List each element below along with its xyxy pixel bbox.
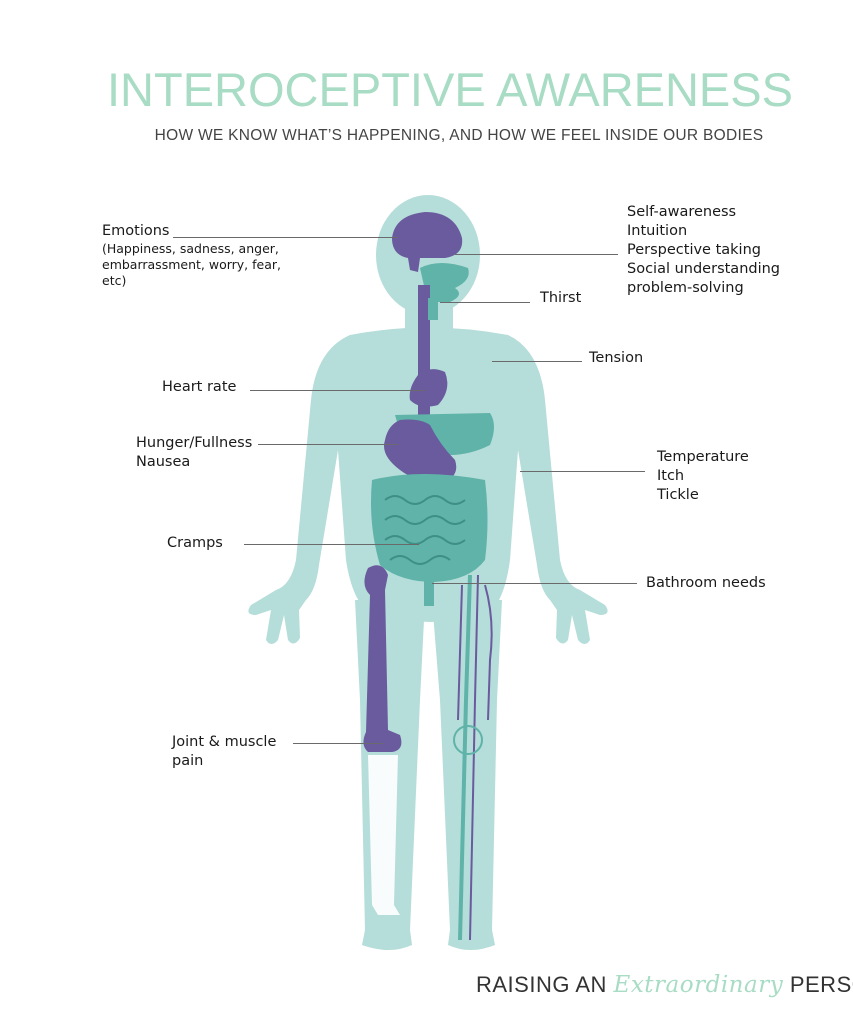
label-tickle: Tickle <box>657 487 699 503</box>
bladder-organ <box>424 578 434 606</box>
label-problem-solving: problem-solving <box>627 280 744 296</box>
leader-line-emotions <box>173 237 398 238</box>
leader-line-tension <box>492 361 582 362</box>
leader-line-self-awareness <box>455 254 618 255</box>
heart-organ <box>409 369 448 407</box>
leg-veins <box>458 574 472 941</box>
label-nausea: Nausea <box>136 454 191 470</box>
label-emotions-detail-3: etc) <box>102 273 127 288</box>
leader-line-temperature <box>520 471 645 472</box>
leader-line-bathroom <box>432 583 637 584</box>
label-pain: pain <box>172 753 204 769</box>
mouth-organ <box>420 263 469 302</box>
label-hunger: Hunger/Fullness <box>136 435 253 451</box>
label-social: Social understanding <box>627 261 781 277</box>
footer-brand-part1: RAISING AN <box>476 972 607 997</box>
leader-line-thirst <box>440 302 530 303</box>
footer-brand-part2: PERSON <box>789 972 853 997</box>
label-intuition: Intuition <box>627 223 688 239</box>
label-bathroom: Bathroom needs <box>646 575 766 591</box>
intestines-organ <box>371 474 488 582</box>
brain-organ <box>392 212 463 272</box>
page-subtitle: HOW WE KNOW WHAT’S HAPPENING, AND HOW WE… <box>154 127 764 144</box>
leader-line-cramps <box>244 544 419 545</box>
label-self-awareness: Self-awareness <box>627 204 737 220</box>
label-cramps: Cramps <box>167 535 223 551</box>
label-heart-rate: Heart rate <box>162 379 237 395</box>
leader-line-heart-rate <box>250 390 425 391</box>
label-temperature: Temperature <box>657 449 749 465</box>
label-emotions: Emotions <box>102 223 170 239</box>
footer-brand-accent: Extraordinary <box>613 972 784 998</box>
stomach-organ <box>384 419 457 483</box>
tibia-bone <box>368 755 400 915</box>
label-emotions-detail-2: embarrassment, worry, fear, <box>102 257 281 272</box>
label-joint: Joint & muscle <box>172 734 277 750</box>
label-perspective: Perspective taking <box>627 242 761 258</box>
femur-bone <box>363 565 402 752</box>
label-tension: Tension <box>589 350 644 366</box>
footer-brand: RAISING AN Extraordinary PERSON <box>476 972 853 998</box>
leader-line-hunger <box>258 444 398 445</box>
label-thirst: Thirst <box>540 290 582 306</box>
label-itch: Itch <box>657 468 685 484</box>
page-title: INTEROCEPTIVE AWARENESS <box>107 63 793 116</box>
label-emotions-detail-1: (Happiness, sadness, anger, <box>102 241 279 256</box>
leader-line-joint <box>293 743 383 744</box>
